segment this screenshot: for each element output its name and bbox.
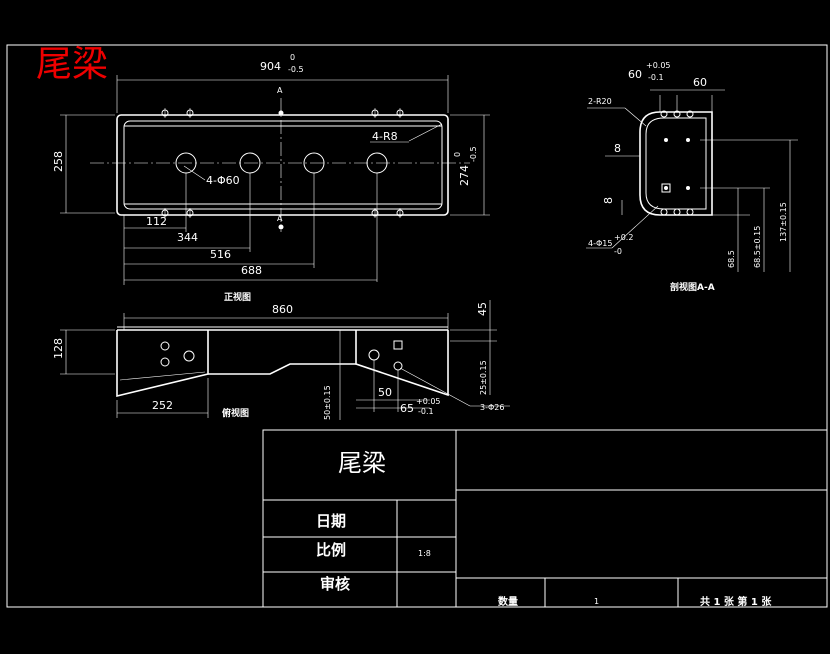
dim-112: 112	[146, 215, 167, 228]
dim-50-tol: 50±0.15	[323, 385, 332, 420]
title-overlay: 尾梁	[36, 44, 108, 85]
section-view-caption: 剖视图A-A	[670, 281, 715, 293]
dim-904: 904	[260, 60, 281, 73]
front-view-caption: 正视图	[224, 291, 251, 303]
dim-45: 45	[476, 302, 489, 316]
sec-dim-68-5-tol: 68.5±0.15	[753, 226, 762, 268]
dim-50: 50	[378, 386, 392, 399]
tb-scale-value: 1:8	[418, 549, 431, 558]
dim-274-tol-upper: 0	[453, 152, 462, 157]
dim-274: 274	[458, 165, 471, 186]
dim-25-tol: 25±0.15	[479, 360, 488, 395]
section-mark-bottom: A	[277, 214, 283, 223]
sec-dim-8-v: 8	[602, 197, 615, 204]
sec-dim-68-5: 68.5	[727, 250, 736, 268]
dim-904-tol-lower: -0.5	[288, 65, 304, 74]
dim-904-tol-upper: 0	[290, 53, 295, 62]
dim-516: 516	[210, 248, 231, 261]
sec-dim-8-h: 8	[614, 142, 621, 155]
dim-344: 344	[177, 231, 198, 244]
front-radius-label: 4-R8	[372, 130, 398, 143]
side-view-caption: 俯视图	[222, 407, 249, 419]
sec-dim-60-right: 60	[693, 76, 707, 89]
front-bolts	[161, 108, 404, 218]
tb-quantity-label: 数量	[498, 595, 518, 608]
section-marker-bottom	[278, 224, 284, 230]
section-mark-top: A	[277, 86, 283, 95]
side-view: 860 128 252 45 25±0.15 50±0.15 50 65 +0.…	[52, 300, 510, 420]
front-view: A A 904 0 -0.5 258 274 0 -0	[52, 53, 490, 303]
sec-dim-60-tol-lower: -0.1	[648, 73, 664, 82]
side-holes-label: 3-Φ26	[480, 403, 504, 412]
title-block: 尾梁 日期 比例 1:8 审核 数量 1 共 1 张 第 1 张	[262, 429, 828, 608]
sec-dim-60-tol-upper: +0.05	[646, 61, 671, 70]
dim-860: 860	[272, 303, 293, 316]
dim-128: 128	[52, 338, 65, 359]
dim-65-tol-lower: -0.1	[418, 407, 434, 416]
sec-holes-tol-lower: -0	[614, 247, 622, 256]
section-marker-top	[278, 110, 284, 116]
front-view-outer	[116, 114, 449, 216]
sec-holes-tol-upper: +0.2	[614, 233, 633, 242]
tb-quantity-value: 1	[594, 597, 599, 606]
sec-radius-label: 2-R20	[588, 97, 612, 106]
dim-274-tol-lower: -0.5	[469, 146, 478, 162]
tb-part-name: 尾梁	[338, 449, 386, 477]
front-view-inner	[123, 120, 443, 210]
sec-dim-60-left: 60	[628, 68, 642, 81]
sec-dim-137-tol: 137±0.15	[779, 202, 788, 242]
dim-65-tol-upper: +0.05	[416, 397, 441, 406]
drawing-frame	[6, 44, 828, 608]
dim-258: 258	[52, 151, 65, 172]
section-view: 60 +0.05 -0.1 60 2-R20 8 8 4-Φ15 +0.2 -0…	[586, 61, 798, 293]
tb-scale-label: 比例	[316, 541, 346, 559]
dim-65: 65	[400, 402, 414, 415]
tb-date-label: 日期	[316, 512, 346, 530]
front-holes-label: 4-Φ60	[206, 174, 240, 187]
tb-review-label: 审核	[320, 575, 350, 593]
tb-sheet-info: 共 1 张 第 1 张	[700, 595, 772, 608]
dim-252: 252	[152, 399, 173, 412]
dim-688: 688	[241, 264, 262, 277]
sec-holes-label: 4-Φ15	[588, 239, 612, 248]
